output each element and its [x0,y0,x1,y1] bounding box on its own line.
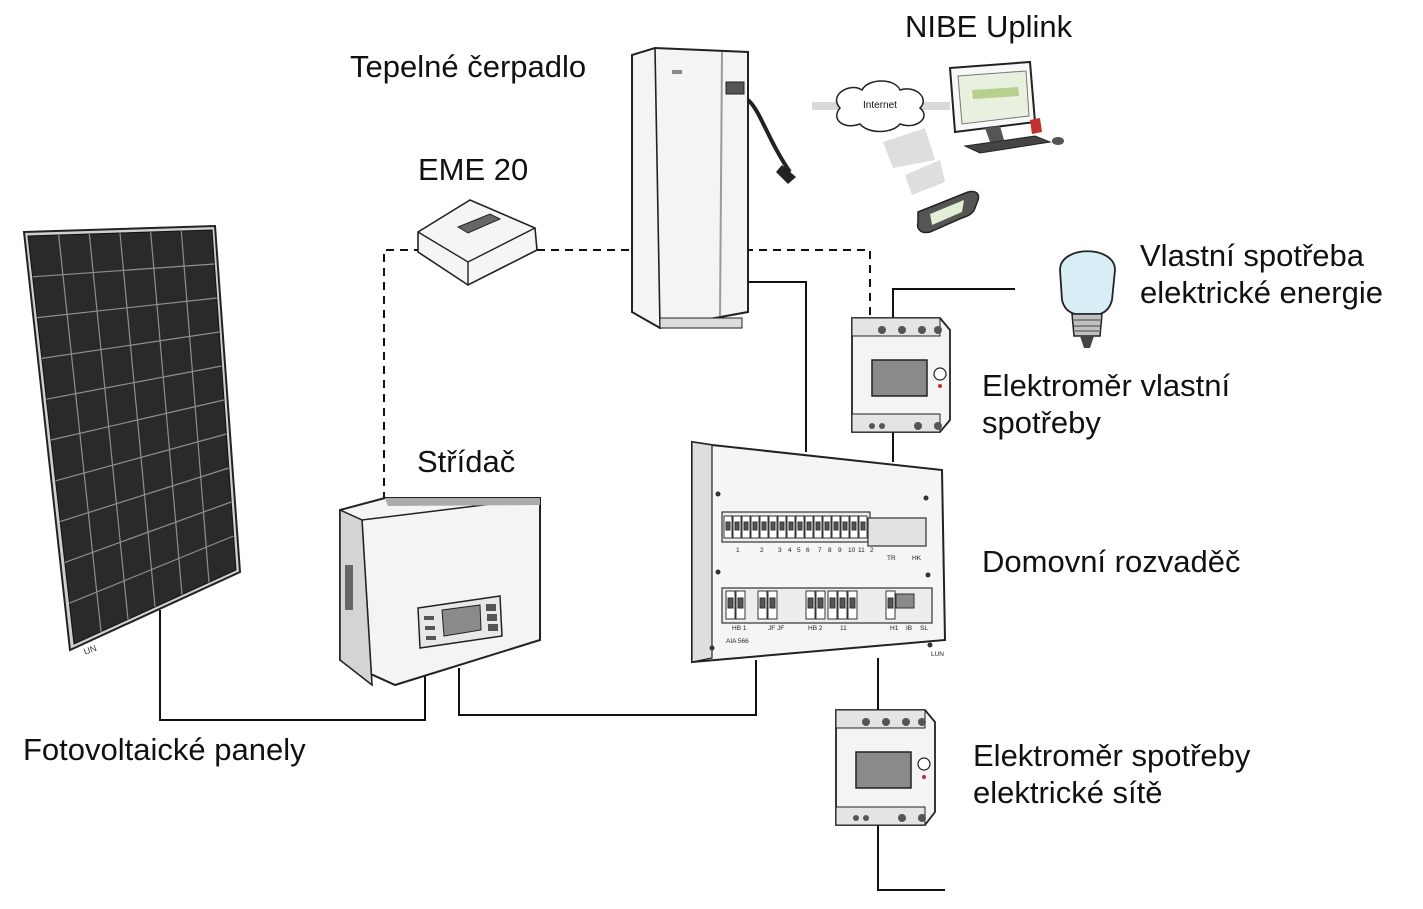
board-tag-tr: TR [887,555,896,562]
panel-cell-divider [50,399,225,441]
grid-meter-label: Elektroměr spotřeby elektrické sítě [973,737,1250,811]
board-circuit-number: 11 [858,547,865,554]
own-consumption-label-line1: Vlastní spotřeba [1140,238,1365,273]
board-circuit-number: 1 [736,547,740,554]
panel-cell-divider [32,263,215,278]
breaker-lever [727,597,734,609]
breaker-lever [725,521,731,531]
breaker-lever [807,597,814,609]
board-circuit-number: 9 [838,547,842,554]
breaker-lever [734,521,740,531]
own-consumption-label-line2: elektrické energie [1140,275,1383,311]
board-meter-display [895,593,915,609]
panel-cell-divider [46,365,222,400]
board-tag-hb2: HB 2 [808,625,823,632]
internet-cloud-icon: Internet [812,80,950,195]
line-meter-consumption [892,288,1015,318]
light-bulb-icon [1059,250,1116,348]
panel-cell-divider [37,297,217,319]
board-circuit-number: 10 [848,547,856,554]
breaker-lever [833,521,839,531]
breaker-lever [817,597,824,609]
panel-cell-divider [41,331,220,359]
breaker-lever [829,597,836,609]
panel-cell-divider [55,433,227,482]
board-circuit-number: 6 [806,547,810,554]
grid-meter-label-line1: Elektroměr spotřeby [973,738,1251,773]
nibe-uplink-label: NIBE Uplink [905,9,1073,44]
panel-cell-divider [60,467,229,523]
breaker-lever [752,521,758,531]
board-circuit-number: 3 [778,547,782,554]
own-consumption-meter-icon [851,317,951,433]
board-tag-hk: HK [912,555,922,562]
distribution-board-label: Domovní rozvaděč [982,544,1241,579]
breaker-lever [815,521,821,531]
dashed-line-heatpump-meter [745,249,871,318]
own-consumption-label: Vlastní spotřeba elektrické energie [1140,237,1383,311]
board-circuit-number: 7 [818,547,822,554]
board-tag-jfjf: JF JF [768,625,784,632]
board-tag-ib: IB [906,625,912,632]
breaker-lever [779,521,785,531]
line-heatpump-board [745,281,807,452]
panel-sign-text: UN [82,643,98,657]
breaker-lever [806,521,812,531]
power-lines [159,281,1015,891]
breaker-lever [849,597,856,609]
board-tag-sl: SL [920,625,928,632]
board-circuit-number: 5 [797,547,801,554]
breaker-lever [824,521,830,531]
grid-meter-icon [835,709,936,826]
breaker-lever [839,597,846,609]
panel-cell-divider [64,501,232,563]
eme20-label: EME 20 [418,152,529,187]
board-circuit-number: 4 [788,547,792,554]
grid-meter-label-line2: elektrické sítě [973,775,1163,811]
dashed-communication-lines [383,249,871,500]
board-tag-hb1: HB 1 [732,625,747,632]
board-tag-11: 11 [840,625,847,632]
breaker-lever [759,597,766,609]
computer-monitor-icon [948,60,1064,154]
solar-panel-icon: UN [22,224,242,657]
inverter-label: Střídač [417,444,516,479]
own-meter-label-line2: spotřeby [982,405,1101,441]
board-model-text: AIA 566 [726,638,749,645]
breaker-lever [860,521,866,531]
line-inverter-board [458,660,757,716]
breaker-lever [769,597,776,609]
inverter-icon [339,497,541,687]
board-tag-h1: H1 [890,625,899,632]
panel-cell-divider [69,535,234,604]
board-circuit-number: 2 [760,547,764,554]
pv-panels-label: Fotovoltaické panely [23,732,306,767]
own-meter-label-line1: Elektroměr vlastní [982,368,1231,403]
breaker-lever [788,521,794,531]
breaker-lever [887,597,894,609]
internet-label: Internet [863,100,897,111]
own-meter-label: Elektroměr vlastní spotřeby [982,367,1230,441]
heat-pump-icon [631,46,796,330]
heat-pump-label: Tepelné čerpadlo [350,49,587,84]
breaker-lever [761,521,767,531]
breaker-lever [851,521,857,531]
breaker-lever [743,521,749,531]
breaker-lever [842,521,848,531]
line-panels-inverter [159,610,426,721]
board-circuit-number: 2 [870,547,874,554]
smartphone-icon [916,190,980,234]
line-gridmeter-grid [877,825,945,891]
breaker-lever [797,521,803,531]
board-circuit-number: 8 [828,547,832,554]
board-sign-text: LUN [931,651,944,658]
eme20-module-icon [417,199,538,286]
breaker-lever [737,597,744,609]
breaker-lever [770,521,776,531]
